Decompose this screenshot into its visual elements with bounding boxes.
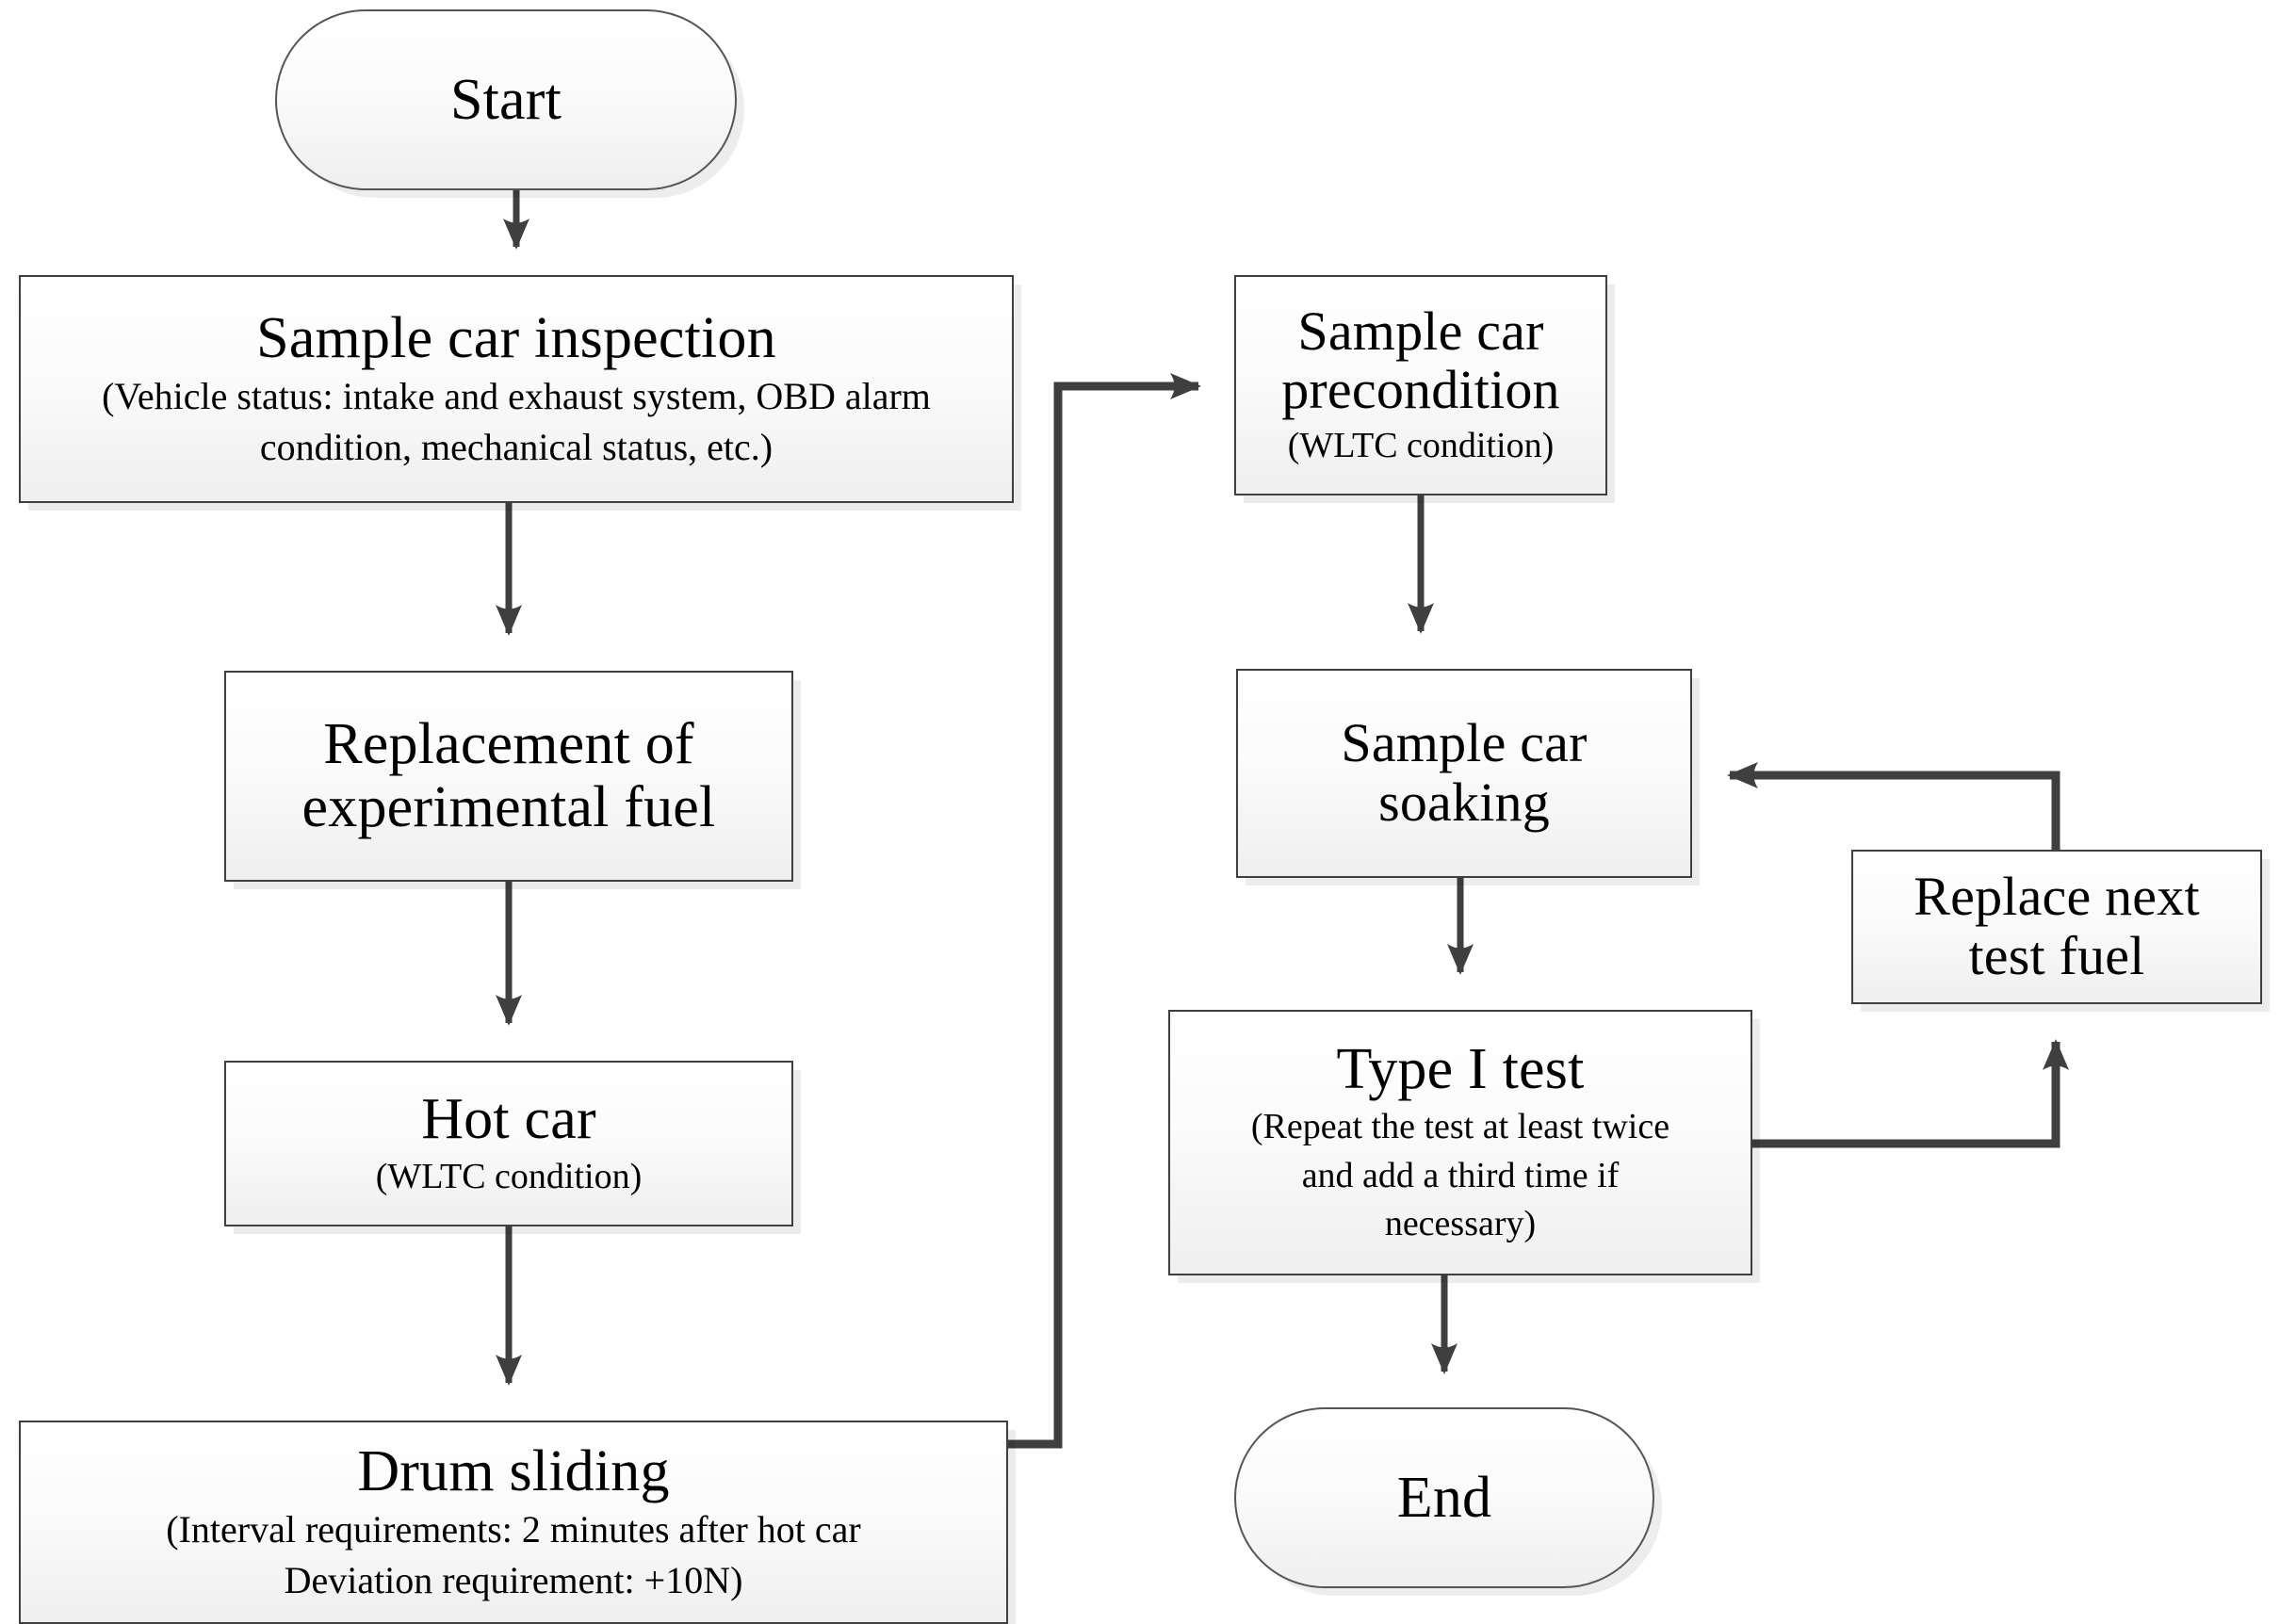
node-sample-car-soaking[interactable]: Sample car soaking [1236,669,1692,878]
node-type-i-test-sub-line2: and add a third time if [1301,1155,1620,1195]
node-start-label: Start [449,67,562,132]
node-start[interactable]: Start [275,9,737,190]
node-sample-car-precondition-label-line2: precondition [1281,359,1560,421]
node-hot-car-label: Hot car [421,1086,596,1151]
node-sample-car-inspection[interactable]: Sample car inspection (Vehicle status: i… [19,275,1014,503]
node-replacement-label-line1: Replacement of [323,712,694,777]
node-sample-car-precondition[interactable]: Sample car precondition (WLTC condition) [1234,275,1607,495]
node-sample-car-soaking-label-line2: soaking [1378,771,1550,833]
node-end[interactable]: End [1234,1407,1654,1588]
node-replace-next-test-fuel-label-line1: Replace next [1914,866,2200,928]
node-replace-next-test-fuel[interactable]: Replace next test fuel [1851,850,2262,1004]
connector-drum-to-precondition [1006,373,1201,1449]
node-sample-car-soaking-label-line1: Sample car [1341,712,1588,774]
node-drum-sliding[interactable]: Drum sliding (Interval requirements: 2 m… [19,1421,1008,1624]
node-type-i-test-sub-line1: (Repeat the test at least twice [1250,1107,1670,1147]
node-hot-car[interactable]: Hot car (WLTC condition) [224,1061,793,1226]
connector-replacefuel-to-soaking [1727,762,2060,850]
node-sample-car-inspection-sub-line2: condition, mechanical status, etc.) [259,426,774,469]
node-sample-car-inspection-sub-line1: (Vehicle status: intake and exhaust syst… [102,375,931,418]
node-type-i-test-sub-line3: necessary) [1384,1204,1537,1244]
node-type-i-test-label: Type I test [1336,1037,1585,1102]
node-end-label: End [1396,1465,1492,1530]
node-drum-sliding-sub-line2: Deviation requirement: +10N) [284,1559,743,1602]
node-replace-next-test-fuel-label-line2: test fuel [1968,925,2145,986]
node-type-i-test[interactable]: Type I test (Repeat the test at least tw… [1168,1010,1752,1275]
node-hot-car-sub: (WLTC condition) [375,1156,643,1196]
node-sample-car-precondition-label-line1: Sample car [1297,300,1544,362]
node-replacement-label-line2: experimental fuel [301,775,716,839]
node-replacement-of-experimental-fuel[interactable]: Replacement of experimental fuel [224,671,793,882]
connector-typeitest-to-replacefuel [1752,1039,2069,1148]
node-drum-sliding-label: Drum sliding [357,1438,670,1503]
node-sample-car-inspection-label: Sample car inspection [256,305,776,370]
node-drum-sliding-sub-line1: (Interval requirements: 2 minutes after … [166,1508,861,1551]
node-sample-car-precondition-sub: (WLTC condition) [1287,425,1555,465]
